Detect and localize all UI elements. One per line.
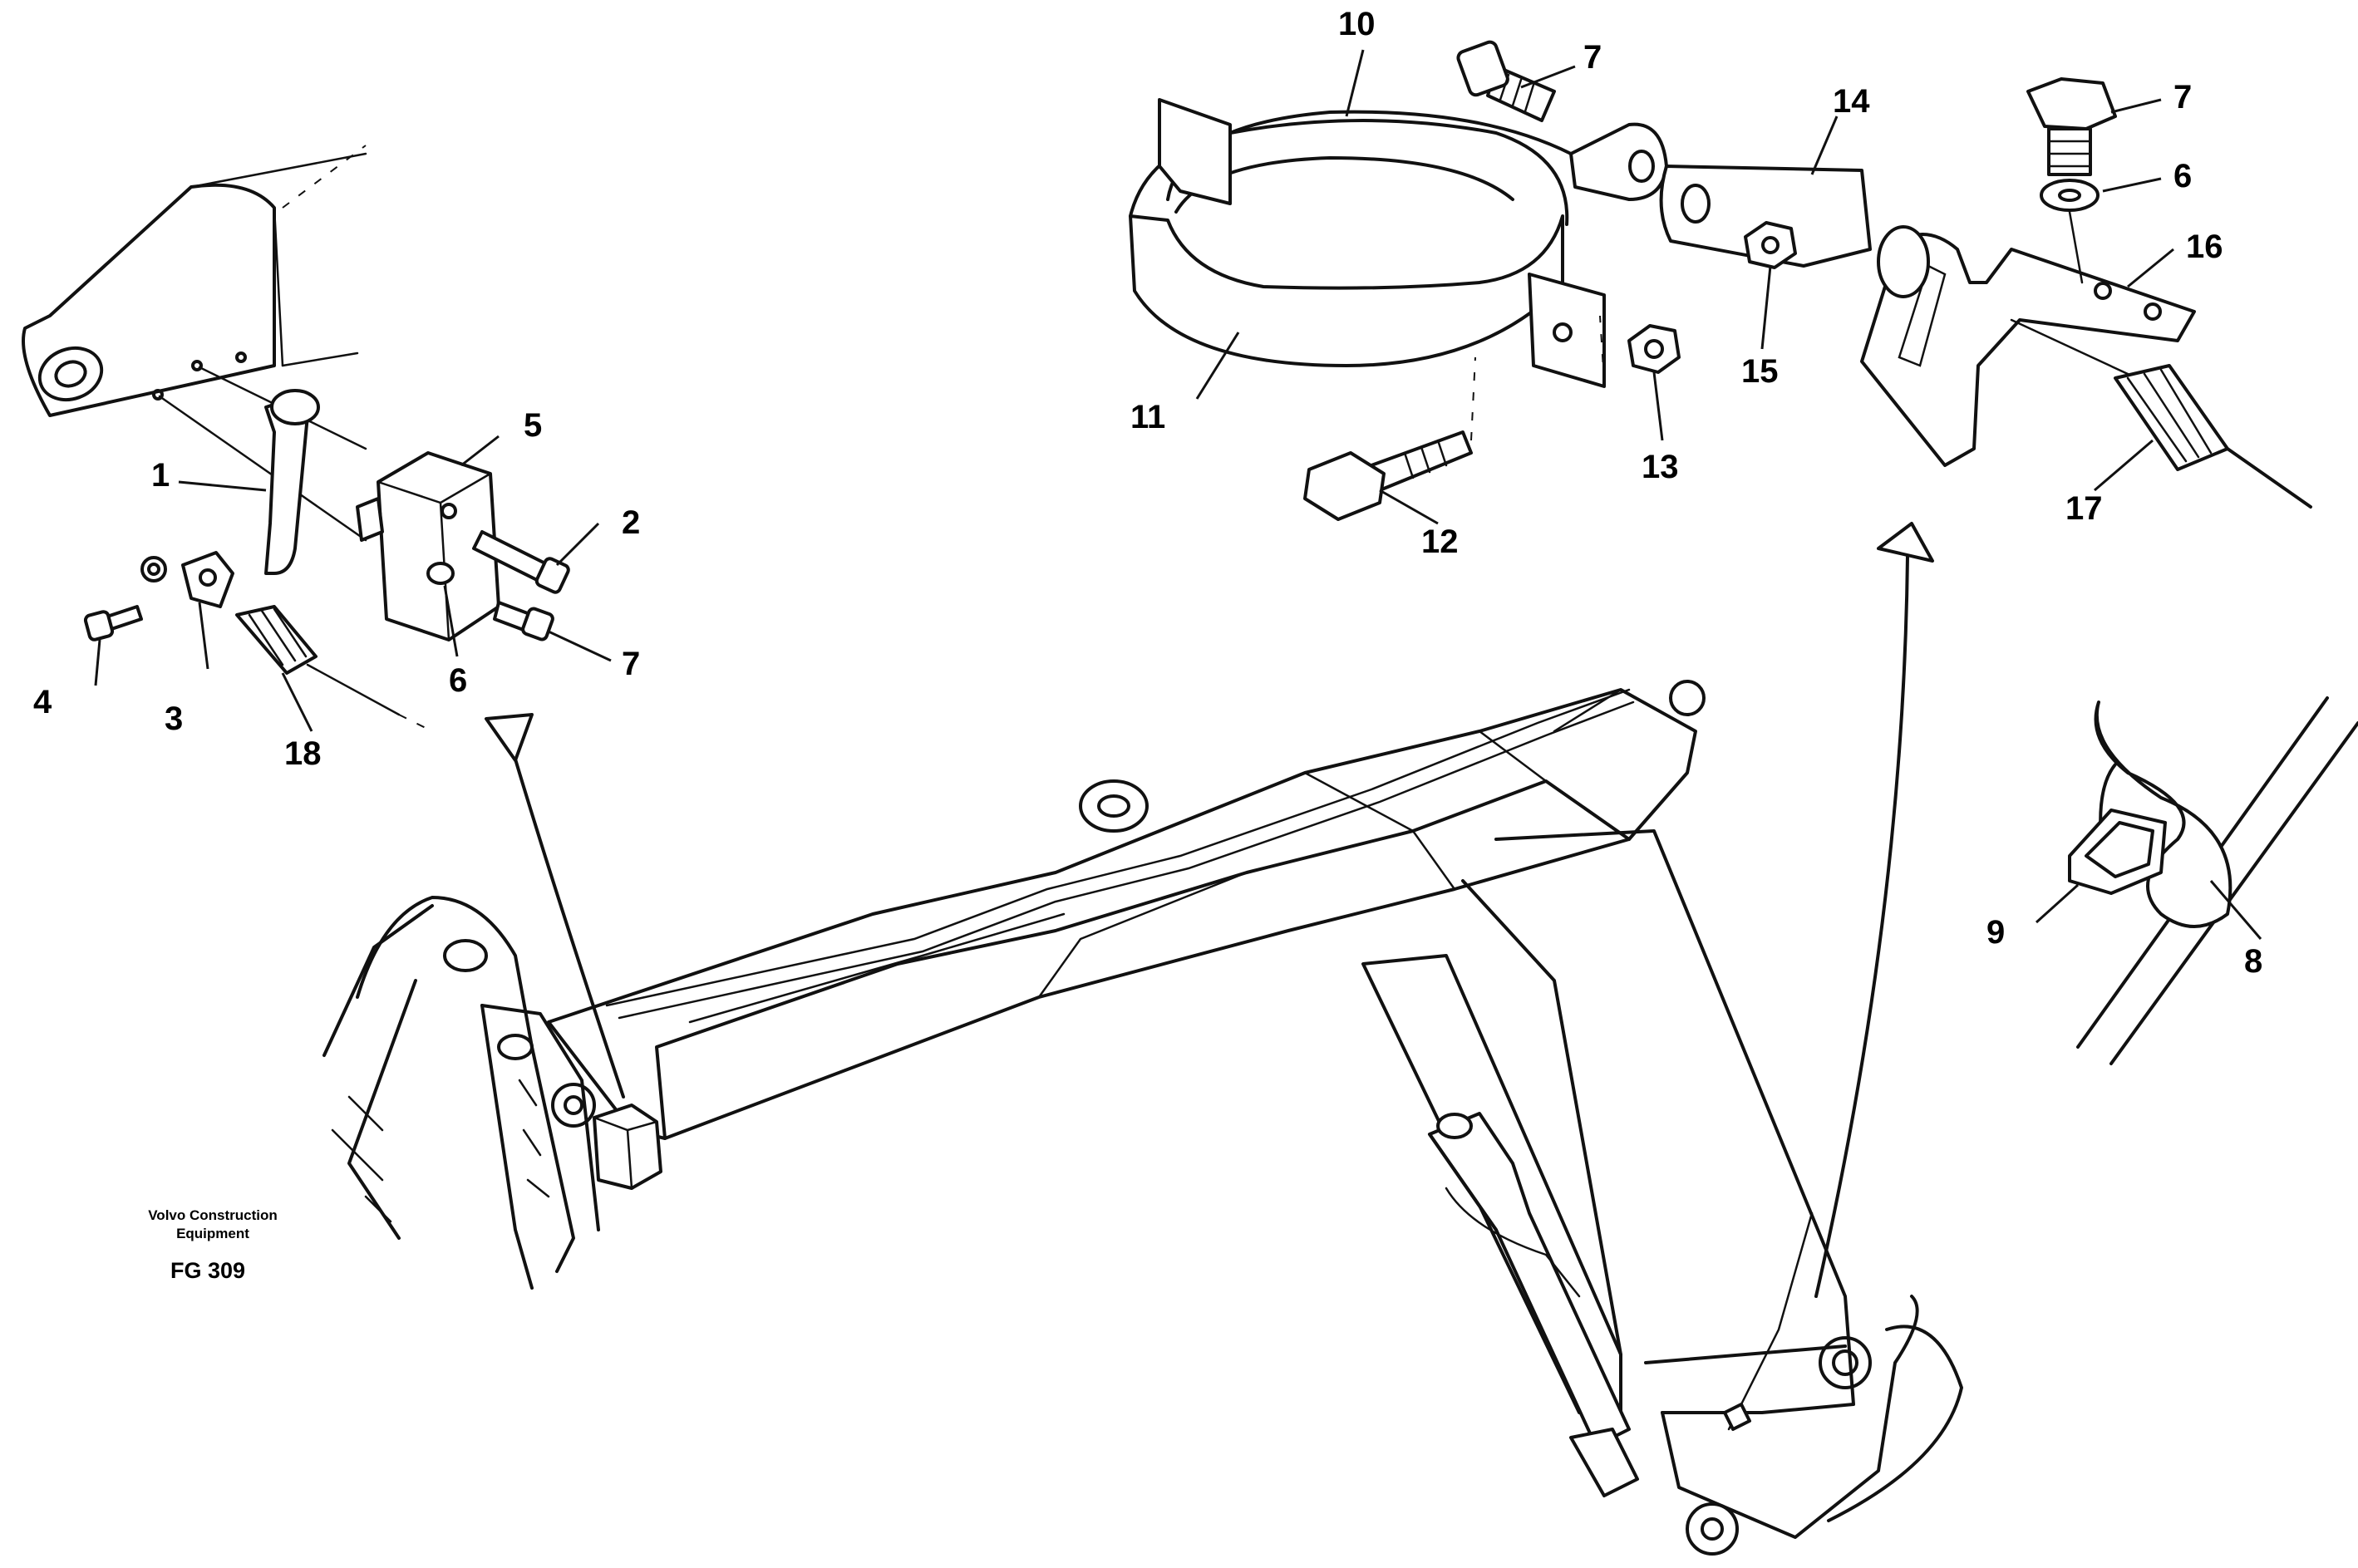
arrow-to-right-detail [1814,555,1909,1298]
callout-4: 4 [33,684,52,720]
callout-1: 1 [151,457,170,494]
callout-2: 2 [622,504,640,541]
callout-14: 14 [1833,83,1870,120]
callout-9: 9 [1986,914,2005,951]
figure-caption: Volvo Construction Equipment FG 309 [148,1207,278,1283]
callouts: 1 2 3 4 5 6 7 18 10 7 14 7 6 16 11 13 15… [33,6,2262,980]
callout-6-right: 6 [2173,158,2192,194]
detail-sensor-bracket [22,145,612,732]
detail-clamp [1129,40,2312,525]
callout-15: 15 [1741,353,1779,390]
detail-cable-tie [2035,696,2358,1065]
part-1-lever [264,397,309,575]
brand-line-2: Equipment [176,1226,249,1241]
part-17-fitting [2114,364,2229,471]
excavator-boom-assembly [322,522,1963,1556]
part-14-plate [1659,165,1872,268]
callout-7-right: 7 [2173,79,2192,116]
part-18-fitting [235,605,318,675]
arrow-to-left-detail [505,730,625,1099]
callout-12: 12 [1421,523,1459,560]
part-6-washer-right [2040,179,2100,212]
callout-8: 8 [2244,943,2262,980]
callout-13: 13 [1642,449,1679,485]
part-12-bolt [1370,430,1473,492]
figure-code: FG 309 [170,1258,245,1283]
part-7-bolt-right [2047,127,2092,176]
part-9-tie-mount [2068,809,2167,895]
part-3-clip [181,551,234,608]
callout-5: 5 [524,407,542,444]
part-15-nut [1744,221,1797,269]
brand-line-1: Volvo Construction [148,1207,278,1223]
part-13-nut [1627,324,1681,374]
callout-17: 17 [2065,490,2103,527]
part-6-washer [426,562,455,585]
callout-16: 16 [2186,229,2223,265]
callout-7-top: 7 [1583,39,1602,76]
callout-10: 10 [1338,6,1376,42]
callout-18: 18 [284,735,322,772]
part-8-cable-tie [2094,700,2232,928]
callout-3: 3 [165,700,183,737]
callout-7-left: 7 [622,646,640,682]
part-11-clamp-lower [1129,214,1564,367]
callout-11: 11 [1130,399,1165,435]
callout-6-left: 6 [449,662,467,699]
